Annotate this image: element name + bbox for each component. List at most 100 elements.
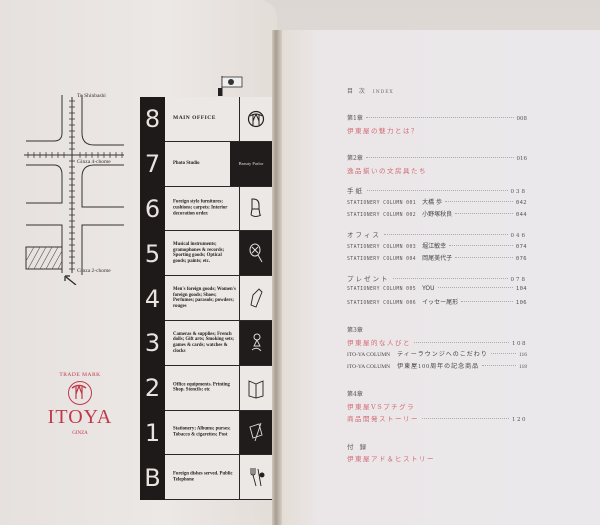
section-office-row[interactable]: オフィス 046 [347, 229, 527, 241]
floor-2-number: 2 [144, 374, 161, 403]
chapter-1-label-row[interactable]: 第1章 008 [347, 113, 527, 125]
right-page [282, 30, 600, 525]
map-label-ginza-4: Ginza 4-chome [77, 159, 111, 165]
leader-dots [392, 278, 508, 279]
column-002-label: STATIONERY COLUMN 002 [347, 213, 417, 218]
itoya-column-2-label: ITO-YA COLUMN [347, 364, 391, 370]
itoya-column-1-label: ITO-YA COLUMN [347, 352, 391, 358]
column-005-page: 104 [515, 286, 527, 292]
floor-6-number: 6 [144, 194, 161, 223]
doll-icon [239, 320, 272, 365]
toc-title-en: INDEX [372, 90, 394, 95]
itoya-column-1-page: 116 [518, 352, 527, 358]
chapter-4-title-line1: 伊東屋VSプチグラ [347, 403, 416, 411]
column-006-label: STATIONERY COLUMN 006 [347, 301, 417, 306]
chapter-4-label-row[interactable]: 第4章 [347, 389, 527, 401]
column-006-row[interactable]: STATIONERY COLUMN 006 イッセー尾形 106 [347, 297, 527, 309]
itoya-logo: TRADE MARK ITOYA GINZA [40, 372, 120, 436]
section-letters-row[interactable]: 手紙 038 [347, 185, 527, 197]
leader-dots [367, 190, 508, 191]
floor-row-b: Foreign dishes served. Public Telephone [165, 455, 272, 501]
column-003-author: 堀江敏幸 [422, 243, 447, 250]
section-present-row[interactable]: プレゼント 078 [347, 273, 527, 285]
chapter-3-title-row[interactable]: 伊東屋的な人びと 108 [347, 337, 527, 349]
chapter-2-title: 逸品揃いの文房具たち [347, 167, 427, 175]
cutlery-icon [239, 455, 272, 500]
leader-dots [455, 213, 513, 214]
appendix-title-row[interactable]: 伊東屋アド＆ヒストリー [347, 453, 527, 465]
floor-6-description: Foreign style furnitures; cushions; carp… [173, 200, 228, 217]
column-005-author: YOU [422, 285, 435, 292]
table-of-contents: 目 次 INDEX 第1章 008 伊東屋の魅力とは？ 第2章 016 逸品揃いの… [347, 86, 527, 465]
itoya-logo-icon [239, 97, 272, 141]
chair-icon [239, 186, 272, 231]
chapter-3-title: 伊東屋的な人びと [347, 339, 411, 347]
itoya-column-2-page: 118 [518, 364, 527, 370]
leader-dots [449, 245, 513, 246]
leader-dots [461, 301, 513, 302]
floor-1-description: Stationery; Albums; purses; Tobacco & ci… [173, 426, 231, 438]
appendix-label-row[interactable]: 付 録 [347, 441, 527, 453]
section-letters-name: 手紙 [347, 187, 364, 195]
leader-dots [365, 117, 514, 118]
leader-dots [422, 418, 509, 419]
column-006-author: イッセー尾形 [422, 299, 459, 306]
floor-directory: MAIN OFFICE Photo Studio Beauty Parlor F… [165, 97, 272, 501]
section-office-page: 046 [510, 233, 527, 239]
toc-title-jp: 目 次 [347, 88, 367, 95]
leader-dots [365, 157, 514, 158]
column-002-author: 小野塚秋良 [422, 211, 453, 218]
book-gutter [272, 30, 282, 525]
chapter-3-label: 第3章 [347, 327, 363, 334]
floor-row-8: MAIN OFFICE [165, 97, 272, 142]
chapter-4-title-line2: 商品開発ストーリー [347, 415, 419, 423]
ginza-label: GINZA [72, 431, 88, 436]
column-003-label: STATIONERY COLUMN 003 [347, 245, 417, 250]
floor-1-number: 1 [144, 418, 161, 447]
stationery-icon [239, 410, 272, 455]
leader-dots [455, 257, 513, 258]
itoya-column-2-title: 伊東屋100周年の記念商品 [397, 364, 480, 370]
floor-3-number: 3 [144, 329, 161, 358]
chapter-2-title-row[interactable]: 逸品揃いの文房具たち [347, 165, 527, 177]
floor-4-description: Men's foreign goods; Women's foreign goo… [173, 286, 236, 309]
trade-mark-label: TRADE MARK [59, 372, 101, 378]
floor-5-description: Musical instruments; gramophones & recor… [173, 242, 225, 264]
map-label-shinbashi: To Shinbashi [77, 93, 106, 99]
chapter-3-label-row[interactable]: 第3章 [347, 325, 527, 337]
floor-8-number: 8 [144, 105, 161, 134]
column-006-page: 106 [515, 300, 527, 306]
leader-dots [490, 353, 516, 354]
itoya-column-2-row[interactable]: ITO-YA COLUMN 伊東屋100周年の記念商品 118 [347, 361, 527, 373]
column-003-page: 074 [515, 244, 527, 250]
floor-8-description: MAIN OFFICE [173, 115, 216, 122]
floor-row-5: Musical instruments; gramophones & recor… [165, 231, 272, 277]
perfume-bottle-icon [239, 276, 272, 320]
floor-4-number: 4 [144, 284, 161, 313]
leader-dots [437, 287, 513, 288]
chapter-4-title-line2-row[interactable]: 商品開発ストーリー 120 [347, 413, 527, 425]
section-present-name: プレゼント [347, 275, 390, 283]
floor-b-description: Foreign dishes served. Public Telephone [173, 471, 233, 483]
column-003-row[interactable]: STATIONERY COLUMN 003 堀江敏幸 074 [347, 241, 527, 253]
toc-title: 目 次 INDEX [347, 86, 527, 95]
chapter-2-label-row[interactable]: 第2章 016 [347, 153, 527, 165]
floor-b-number: B [144, 463, 161, 492]
map-roads-graphic [24, 95, 124, 286]
chapter-1-title-row[interactable]: 伊東屋の魅力とは？ [347, 125, 527, 137]
itoya-wordmark: ITOYA [47, 406, 113, 428]
chapter-4-title-line1-row[interactable]: 伊東屋VSプチグラ [347, 401, 527, 413]
floor-row-1: Stationery; Albums; purses; Tobacco & ci… [165, 410, 272, 456]
floor-row-3: Cameras & supplies; French dolls; Gift a… [165, 320, 272, 366]
floor-row-7: Photo Studio Beauty Parlor [165, 141, 272, 187]
appendix-title: 伊東屋アド＆ヒストリー [347, 455, 435, 463]
chapter-2-page: 016 [516, 156, 528, 162]
beauty-parlor-label: Beauty Parlor [230, 141, 272, 186]
floor-2-description: Office equipments. Printing Shop. Stenci… [173, 382, 230, 393]
section-office-name: オフィス [347, 231, 381, 239]
